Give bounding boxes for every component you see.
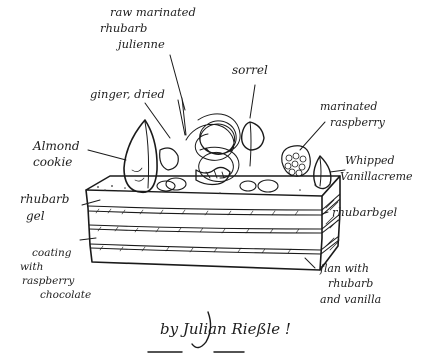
label-whipped-vanilla-creme: Whipped Vanillacreme: [340, 154, 413, 183]
cake-drawing: [86, 176, 340, 270]
label-marinated-raspberry: marinated raspberry: [320, 100, 386, 129]
garnish-drawing: [124, 98, 331, 192]
label-almond-cookie: Almond cookie: [32, 139, 83, 169]
signature: by Julian Rießle !: [160, 320, 291, 338]
label-rhubarb-gel-right: rhubarbgel: [332, 205, 398, 219]
label-sorrel: sorrel: [232, 63, 268, 77]
annotation-labels: raw marinated rhubarb julienne sorrel gi…: [20, 5, 413, 306]
label-rhubarb-gel-left: rhubarb gel: [20, 192, 73, 223]
label-ginger-dried: ginger, dried: [90, 87, 165, 101]
label-flan: flan with rhubarb and vanilla: [319, 262, 381, 306]
label-raw-marinated-rhubarb-julienne: raw marinated rhubarb julienne: [100, 5, 200, 51]
label-coating: coating with raspberry chocolate: [20, 247, 91, 301]
